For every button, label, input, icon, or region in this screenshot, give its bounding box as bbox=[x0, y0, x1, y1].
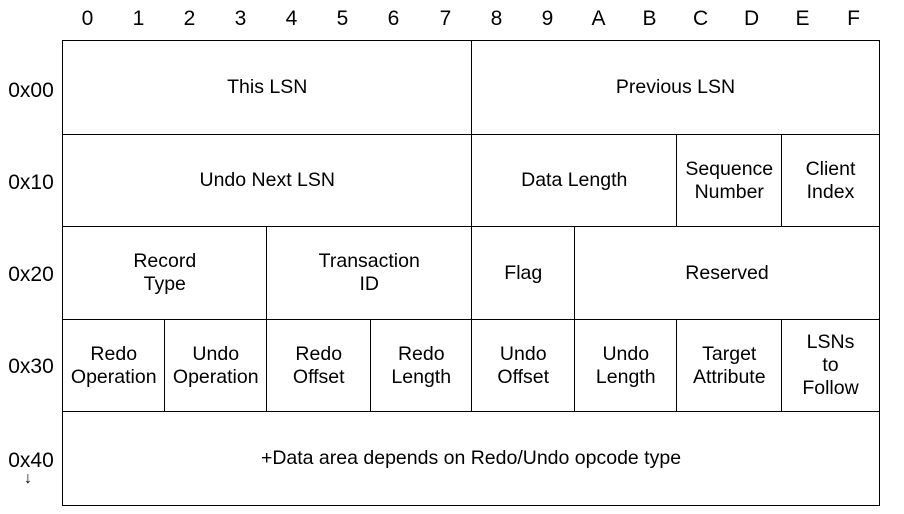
row-header-0x00: 0x00 bbox=[8, 79, 54, 102]
field-lsns-to-follow: LSNs to Follow bbox=[781, 318, 880, 413]
column-header-e: E bbox=[795, 7, 810, 30]
column-header-c: C bbox=[692, 7, 709, 30]
field-redo-operation: Redo Operation bbox=[62, 318, 166, 413]
column-header-3: 3 bbox=[234, 7, 247, 30]
field-previous-lsn: Previous LSN bbox=[471, 40, 880, 135]
field-reserved: Reserved bbox=[574, 226, 880, 320]
row-header-0x10: 0x10 bbox=[8, 171, 54, 194]
field-undo-next-lsn: Undo Next LSN bbox=[62, 133, 473, 228]
field-data-area: +Data area depends on Redo/Undo opcode t… bbox=[62, 411, 880, 506]
column-header-f: F bbox=[847, 7, 860, 30]
column-header-6: 6 bbox=[387, 7, 400, 30]
field-record-type: Record Type bbox=[62, 226, 268, 320]
field-undo-length: Undo Length bbox=[574, 318, 678, 413]
column-header-1: 1 bbox=[132, 7, 145, 30]
field-redo-offset: Redo Offset bbox=[266, 318, 372, 413]
field-client-index: Client Index bbox=[781, 133, 880, 228]
field-target-attribute: Target Attribute bbox=[676, 318, 783, 413]
column-header-0: 0 bbox=[81, 7, 94, 30]
field-this-lsn: This LSN bbox=[62, 40, 473, 135]
column-header-b: B bbox=[642, 7, 657, 30]
column-header-2: 2 bbox=[183, 7, 196, 30]
column-header-9: 9 bbox=[541, 7, 554, 30]
down-arrow-icon: ↓ bbox=[24, 470, 32, 487]
row-header-0x30: 0x30 bbox=[8, 355, 54, 378]
field-redo-length: Redo Length bbox=[370, 318, 473, 413]
row-header-0x40: 0x40 bbox=[8, 449, 54, 472]
column-header-a: A bbox=[591, 7, 606, 30]
column-header-d: D bbox=[743, 7, 760, 30]
field-sequence-number: Sequence Number bbox=[676, 133, 783, 228]
column-header-8: 8 bbox=[490, 7, 503, 30]
column-header-7: 7 bbox=[439, 7, 452, 30]
field-data-length: Data Length bbox=[471, 133, 678, 228]
field-flag: Flag bbox=[471, 226, 576, 320]
row-header-0x20: 0x20 bbox=[8, 263, 54, 286]
column-header-5: 5 bbox=[336, 7, 349, 30]
field-undo-offset: Undo Offset bbox=[471, 318, 576, 413]
column-header-4: 4 bbox=[285, 7, 298, 30]
field-undo-operation: Undo Operation bbox=[164, 318, 268, 413]
field-transaction-id: Transaction ID bbox=[266, 226, 473, 320]
